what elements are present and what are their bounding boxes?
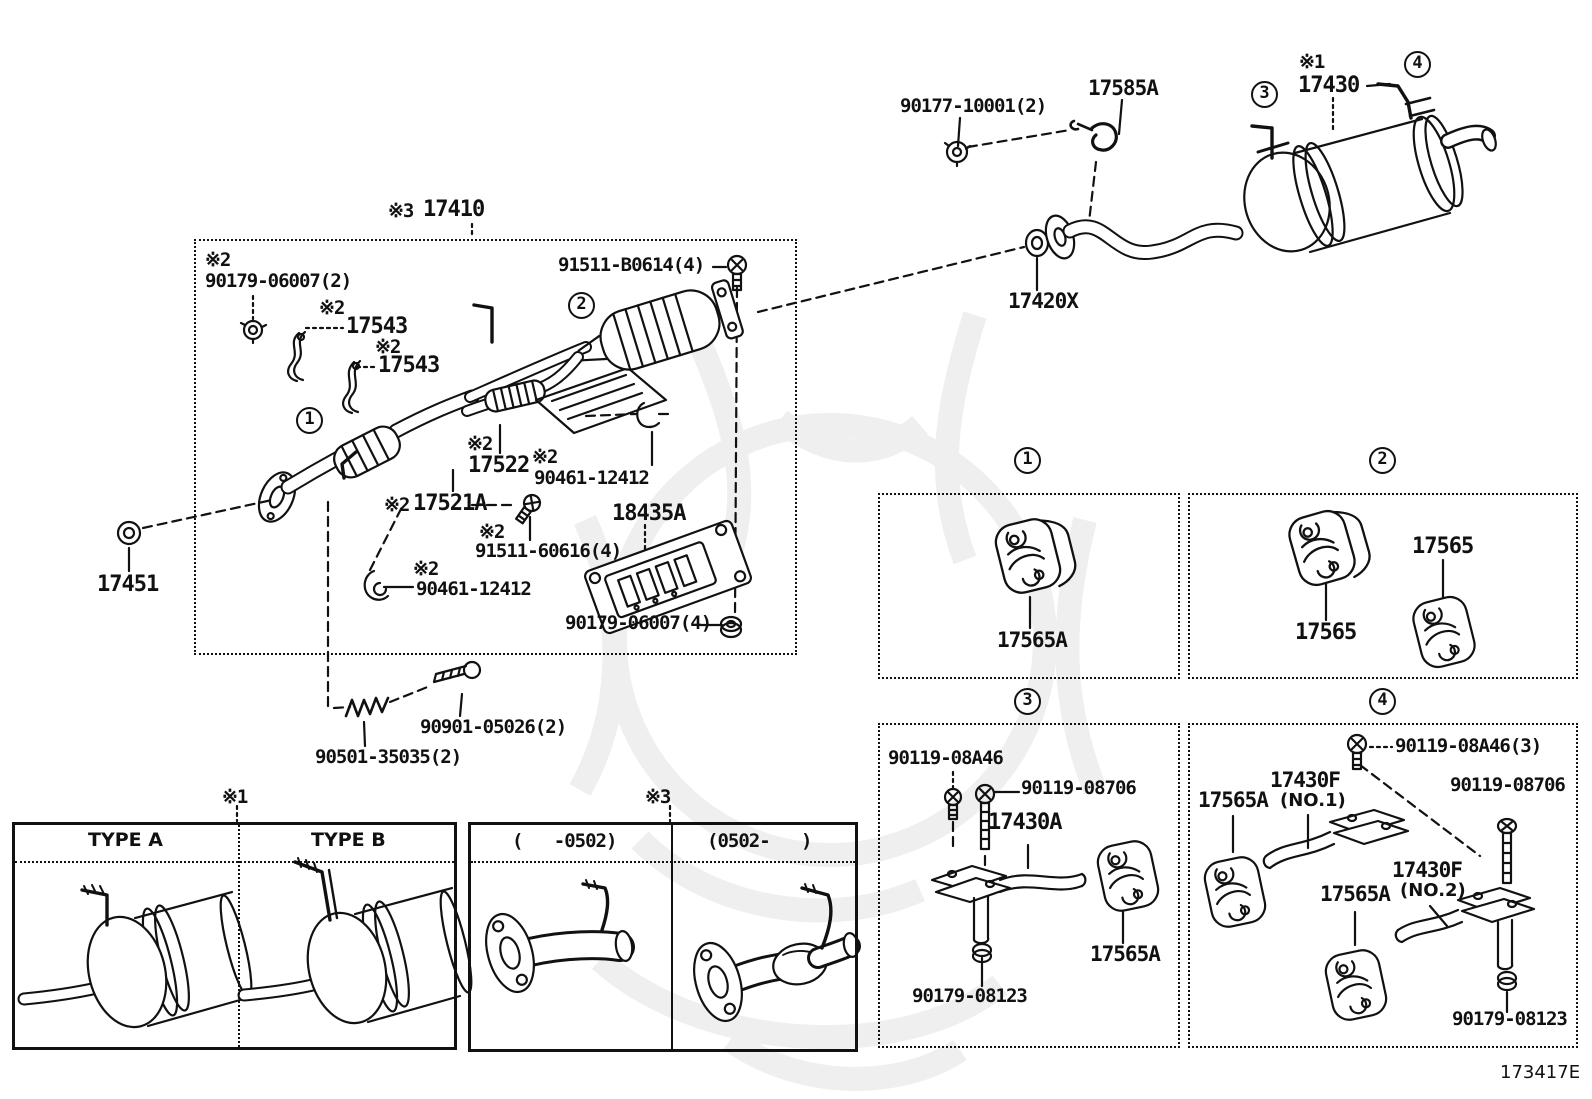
rear-muffler-drawing [943,82,1497,260]
part-label-90179-06007-2: 90179-06007(2) [205,270,352,292]
part-label-90461-a: 90461-12412 [534,467,650,489]
part-label-17430: 17430 [1298,73,1360,98]
figure-code: 173417E [1500,1062,1581,1083]
note-mark-90461-b: ※2 [413,558,439,580]
panel4-label-17430F-2: 17430F [1392,858,1463,882]
callout-3-muffler: 3 [1251,81,1278,108]
panel-4-box [1188,723,1578,1048]
part-label-91511-60616: 91511-60616(4) [475,540,622,562]
panel4-label-17565A-2: 17565A [1320,882,1391,906]
callout-1-panel: 1 [1014,447,1041,474]
part-label-18435A: 18435A [612,501,686,526]
part-label-90461-b: 90461-12412 [416,578,532,600]
panel3-label-90119-08706: 90119-08706 [1021,777,1137,799]
callout-2-main: 2 [568,292,595,319]
panel3-label-17565A: 17565A [1090,942,1161,966]
panel4-label-90119-08A46: 90119-08A46(3) [1395,735,1542,757]
note-mark-17521A: ※2 [384,494,410,516]
early-pipe-drawing [485,879,635,994]
note-mark-17410: ※3 [388,200,414,222]
type-a-header: TYPE A [88,829,163,851]
panel-3-box [878,723,1180,1048]
panel1-label-17565A: 17565A [997,628,1068,652]
callout-4-muffler: 4 [1404,51,1431,78]
panel2-label-17565-left: 17565 [1295,620,1357,645]
panel4-label-no2: (NO.2) [1400,880,1466,901]
panel4-label-17565A-1: 17565A [1198,788,1269,812]
date-box-divider [671,825,673,1049]
panel4-label-90119-08706: 90119-08706 [1450,774,1566,796]
leader-dotted-lines [235,96,1394,823]
type-b-muffler-drawing [237,857,473,1025]
panel4-label-no1: (NO.1) [1280,790,1346,811]
callout-2-panel: 2 [1369,447,1396,474]
date-late-header: (0502- ) [707,830,812,852]
callout-3-panel: 3 [1014,688,1041,715]
panel3-bracket-drawing [930,783,1163,964]
part-label-17585A: 17585A [1088,76,1159,100]
type-box-header-separator [15,861,454,863]
part-label-17451: 17451 [97,572,159,597]
callout-4-panel: 4 [1369,688,1396,715]
note-mark-17522: ※2 [467,433,493,455]
part-label-17543-b: 17543 [378,353,440,378]
note-mark-90461-a: ※2 [532,446,558,468]
type-b-header: TYPE B [311,829,386,851]
part-label-90179-06007-4: 90179-06007(4) [565,612,712,634]
type-a-muffler-drawing [17,884,253,1029]
note-mark-90179-06007-2: ※2 [205,249,231,271]
part-label-91511-B0614: 91511-B0614(4) [558,254,705,276]
type-variant-box [12,822,457,1050]
panel4-label-90179-08123: 90179-08123 [1452,1008,1568,1030]
note-mark-17430: ※1 [1299,51,1325,73]
part-label-90177-10001: 90177-10001(2) [900,95,1047,117]
note-mark-17543-b: ※2 [375,336,401,358]
front-pipe-assembly-drawing [116,254,752,718]
panel3-label-17430A: 17430A [988,810,1062,835]
note-mark-91511-60616: ※2 [479,521,505,543]
late-pipe-drawing [693,883,861,1023]
type-box-divider [238,825,240,1047]
note-mark-date-box: ※3 [645,786,671,808]
date-variant-box [468,822,858,1052]
main-assembly-box [194,239,797,655]
panel3-label-90119-08A46: 90119-08A46 [888,747,1004,769]
panel-2-box [1188,493,1578,679]
panel-1-box [878,493,1180,679]
part-label-17410: 17410 [423,197,485,222]
note-mark-type-box: ※1 [222,786,248,808]
callout-1-main: 1 [296,407,323,434]
part-label-17521A: 17521A [413,491,487,516]
panel3-label-90179-08123: 90179-08123 [912,985,1028,1007]
panel4-label-17430F-1: 17430F [1270,768,1341,792]
panel4-brackets-drawing [1200,733,1536,1024]
part-label-90901-05026: 90901-05026(2) [420,716,567,738]
part-label-90501-35035: 90501-35035(2) [315,746,462,768]
panel2-label-17565-right: 17565 [1412,534,1474,559]
date-early-header: ( -0502) [512,830,617,852]
part-label-17522: 17522 [468,453,530,478]
part-label-17543-a: 17543 [346,314,408,339]
note-mark-17543-a: ※2 [319,297,345,319]
part-label-17420X: 17420X [1008,289,1079,313]
date-box-header-separator [471,861,855,863]
